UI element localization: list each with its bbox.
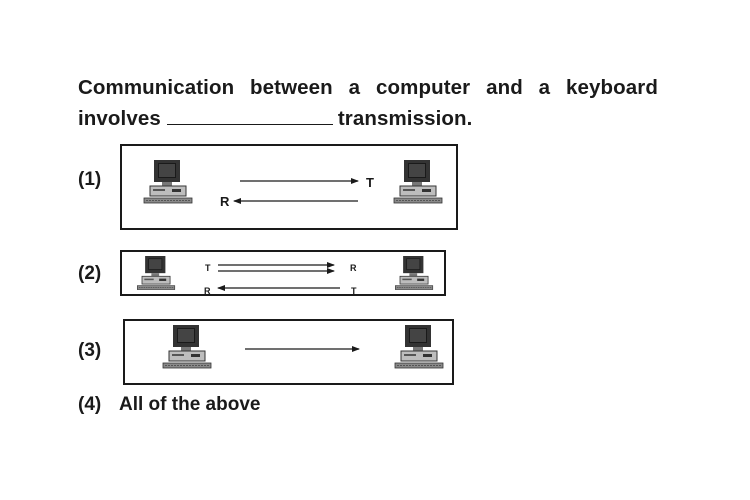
computer-icon (136, 255, 176, 290)
computer-icon (394, 324, 444, 369)
r-label-2: R (204, 286, 211, 294)
question-line-2: involves transmission. (78, 103, 658, 134)
r-label: R (220, 194, 230, 209)
question-line-1: Communication between a computer and a k… (78, 76, 658, 99)
question-line-2-start: involves (78, 107, 161, 130)
option-1-label: (1) (78, 169, 102, 190)
r-label: R (350, 263, 357, 273)
option-1-diagram: T R (120, 144, 458, 230)
option-2-label: (2) (78, 263, 102, 284)
t-label: T (366, 175, 374, 190)
t-label-2: T (351, 286, 357, 294)
question-text: Communication between a computer and a k… (78, 72, 658, 134)
computer-icon (143, 159, 193, 204)
option-4-text: All of the above (119, 394, 261, 415)
t-label: T (205, 263, 211, 273)
answer-blank (166, 106, 333, 125)
computer-icon (162, 324, 212, 369)
option-4-label: (4) (78, 394, 102, 415)
computer-icon (393, 159, 443, 204)
option-3-diagram (123, 319, 454, 385)
option-3-label: (3) (78, 340, 102, 361)
computer-icon (394, 255, 434, 290)
option-2-diagram: T R R T (120, 250, 446, 296)
question-line-2-end: transmission. (337, 107, 473, 130)
